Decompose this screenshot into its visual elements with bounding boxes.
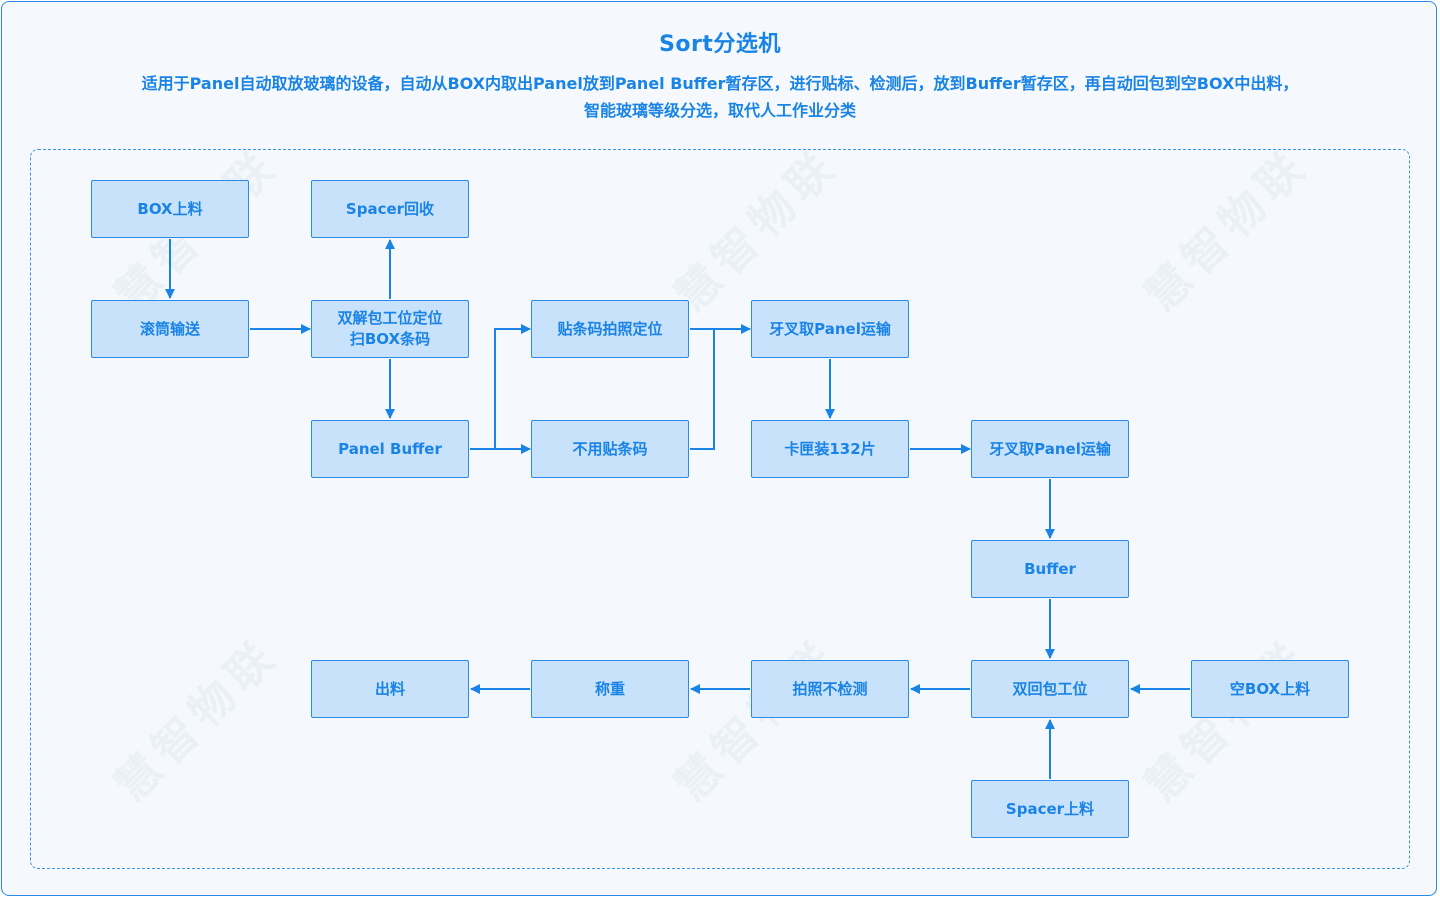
node-no-label: 不用贴条码 bbox=[531, 420, 689, 478]
node-double-unpack: 双解包工位定位 扫BOX条码 bbox=[311, 300, 469, 358]
edge-nolabel-merge bbox=[690, 329, 715, 450]
node-spacer-recycle: Spacer回收 bbox=[311, 180, 469, 238]
node-spacer-load: Spacer上料 bbox=[971, 780, 1129, 838]
node-buffer: Buffer bbox=[971, 540, 1129, 598]
flow-container bbox=[30, 149, 1410, 869]
edge-buffer-to-label bbox=[494, 324, 531, 449]
node-panel-buffer: Panel Buffer bbox=[311, 420, 469, 478]
node-box-load: BOX上料 bbox=[91, 180, 249, 238]
node-cassette-132: 卡匣装132片 bbox=[751, 420, 909, 478]
node-output: 出料 bbox=[311, 660, 469, 718]
node-double-repack: 双回包工位 bbox=[971, 660, 1129, 718]
description-line-2: 智能玻璃等级分选，取代人工作业分类 bbox=[583, 101, 856, 120]
node-label-photo: 贴条码拍照定位 bbox=[531, 300, 689, 358]
description-line-1: 适用于Panel自动取放玻璃的设备，自动从BOX内取出Panel放到Panel … bbox=[141, 74, 1299, 93]
diagram-description: 适用于Panel自动取放玻璃的设备，自动从BOX内取出Panel放到Panel … bbox=[60, 70, 1380, 124]
diagram-title: Sort分选机 bbox=[659, 32, 781, 57]
node-weigh: 称重 bbox=[531, 660, 689, 718]
node-photo-no-detect: 拍照不检测 bbox=[751, 660, 909, 718]
node-empty-box-load: 空BOX上料 bbox=[1191, 660, 1349, 718]
node-fork-panel-2: 牙叉取Panel运输 bbox=[971, 420, 1129, 478]
node-fork-panel-1: 牙叉取Panel运输 bbox=[751, 300, 909, 358]
node-roller-convey: 滚筒输送 bbox=[91, 300, 249, 358]
